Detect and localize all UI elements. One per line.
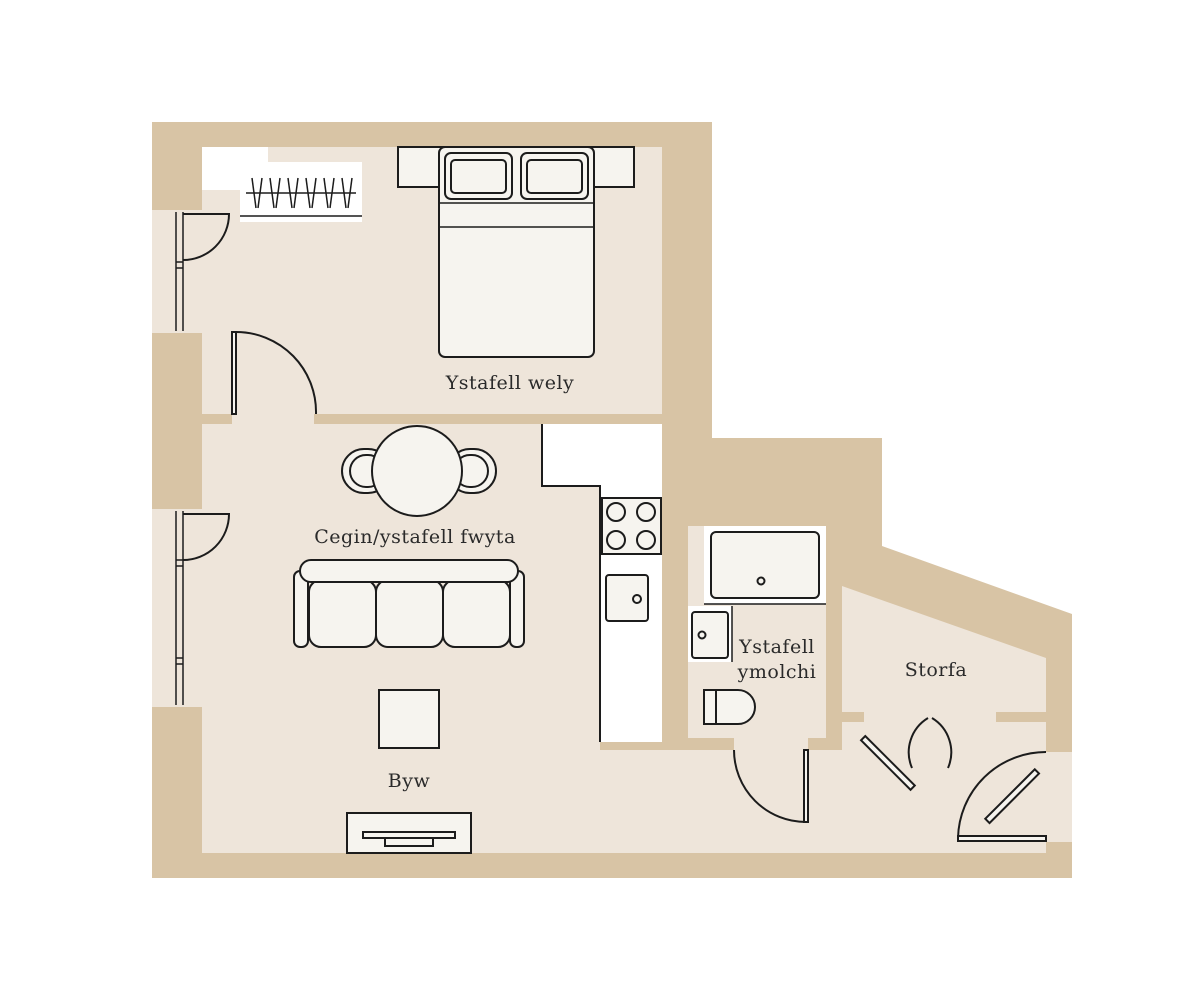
- storage-door-opening: [864, 710, 996, 724]
- hangers: [246, 177, 356, 209]
- sofa: [293, 559, 525, 648]
- window-opening-lower: [152, 509, 202, 707]
- window-lower: [175, 511, 231, 705]
- dining-set: [341, 425, 497, 517]
- bedroom-door-opening: [232, 412, 314, 426]
- living-label: Byw: [388, 770, 431, 792]
- double-bed: [397, 146, 635, 358]
- entry-door: [957, 751, 1047, 842]
- window-opening-upper: [152, 210, 202, 333]
- partitions: [202, 414, 1046, 750]
- bedroom-label: Ystafell wely: [445, 372, 575, 394]
- coffee-table: [378, 689, 440, 749]
- tv-unit: [346, 812, 472, 854]
- bedroom-door: [231, 331, 318, 415]
- kitchen-dining-label: Cegin/ystafell fwyta: [314, 526, 516, 548]
- bathtub: [704, 526, 826, 605]
- bathroom-label-line2: ymolchi: [737, 661, 817, 683]
- entry-door-opening: [1046, 752, 1072, 842]
- window-upper: [175, 212, 231, 331]
- bathroom-label-line1: Ystafell: [738, 636, 815, 658]
- kitchen-counter: [541, 424, 662, 742]
- bathroom-door-opening: [736, 736, 808, 740]
- wardrobe: [202, 147, 362, 222]
- storage-folding-doors: [859, 717, 1041, 825]
- storage-floor: [842, 586, 1046, 712]
- toilet: [703, 689, 756, 725]
- bathroom-door: [733, 749, 809, 823]
- storage-label: Storfa: [905, 659, 968, 681]
- washbasin: [688, 606, 733, 662]
